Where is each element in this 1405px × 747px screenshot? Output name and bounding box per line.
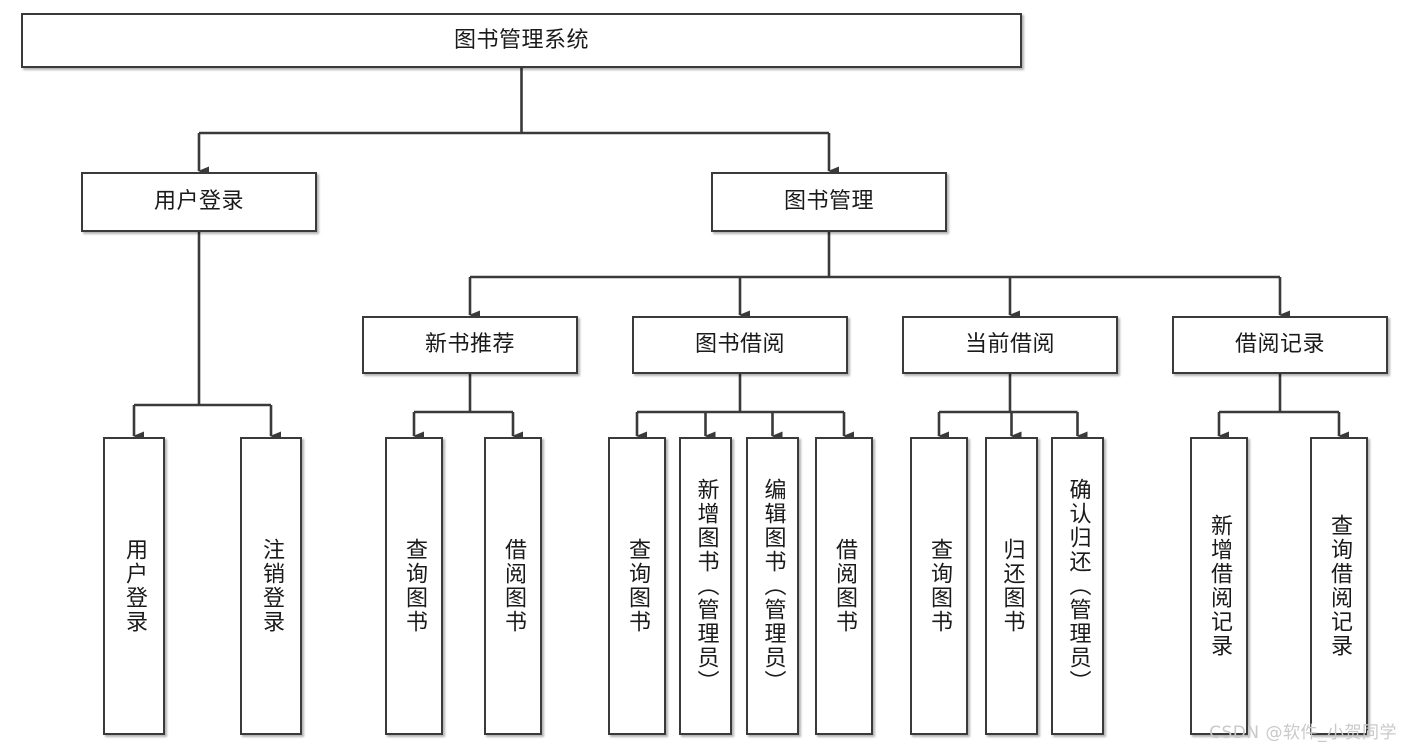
watermark-text: CSDN @软件_小贺同学 — [1209, 723, 1397, 743]
root-node-图书管理系统-label: 图书管理系统 — [453, 27, 589, 53]
level1-node-1-label: 图书管理 — [783, 189, 874, 215]
level2-node-1-label: 图书借阅 — [694, 332, 785, 358]
leaf-node-0[interactable]: 用户登录 — [103, 437, 165, 735]
leaf-node-3-label: 借阅图书 — [501, 538, 526, 634]
leaf-node-9-label: 归还图书 — [999, 538, 1025, 634]
leaf-node-2-label: 查询图书 — [402, 538, 427, 634]
leaf-node-1-label: 注销登录 — [259, 538, 284, 634]
level1-node-0-label: 用户登录 — [153, 189, 244, 215]
leaf-node-4-label: 查询图书 — [625, 538, 650, 634]
root-node-图书管理系统[interactable]: 图书管理系统 — [21, 13, 1022, 68]
leaf-node-6[interactable]: 编辑图书（管理员） — [746, 437, 799, 735]
leaf-node-12[interactable]: 查询借阅记录 — [1310, 437, 1368, 735]
leaf-node-10[interactable]: 确认归还（管理员） — [1051, 437, 1104, 735]
level2-node-3-label: 借阅记录 — [1234, 332, 1325, 358]
leaf-node-7[interactable]: 借阅图书 — [815, 437, 873, 735]
leaf-node-6-label: 编辑图书（管理员） — [760, 478, 786, 694]
level2-node-2-label: 当前借阅 — [964, 332, 1055, 358]
level2-node-1[interactable]: 图书借阅 — [632, 316, 848, 374]
level2-node-2[interactable]: 当前借阅 — [902, 316, 1118, 374]
leaf-node-8[interactable]: 查询图书 — [910, 437, 968, 735]
leaf-node-3[interactable]: 借阅图书 — [484, 437, 542, 735]
leaf-node-11[interactable]: 新增借阅记录 — [1190, 437, 1248, 735]
leaf-node-10-label: 确认归还（管理员） — [1065, 478, 1091, 694]
leaf-node-11-label: 新增借阅记录 — [1207, 514, 1232, 658]
leaf-node-1[interactable]: 注销登录 — [240, 437, 302, 735]
level2-node-3[interactable]: 借阅记录 — [1172, 316, 1388, 374]
leaf-node-9[interactable]: 归还图书 — [985, 437, 1038, 735]
level2-node-0[interactable]: 新书推荐 — [362, 316, 578, 374]
leaf-node-5[interactable]: 新增图书（管理员） — [679, 437, 732, 735]
leaf-node-12-label: 查询借阅记录 — [1327, 514, 1352, 658]
leaf-node-7-label: 借阅图书 — [832, 538, 857, 634]
leaf-node-8-label: 查询图书 — [927, 538, 952, 634]
leaf-node-2[interactable]: 查询图书 — [385, 437, 443, 735]
leaf-node-0-label: 用户登录 — [122, 538, 147, 634]
leaf-node-4[interactable]: 查询图书 — [608, 437, 666, 735]
level1-node-1[interactable]: 图书管理 — [711, 172, 947, 232]
leaf-node-5-label: 新增图书（管理员） — [693, 478, 719, 694]
level1-node-0[interactable]: 用户登录 — [81, 172, 317, 232]
level2-node-0-label: 新书推荐 — [424, 332, 515, 358]
